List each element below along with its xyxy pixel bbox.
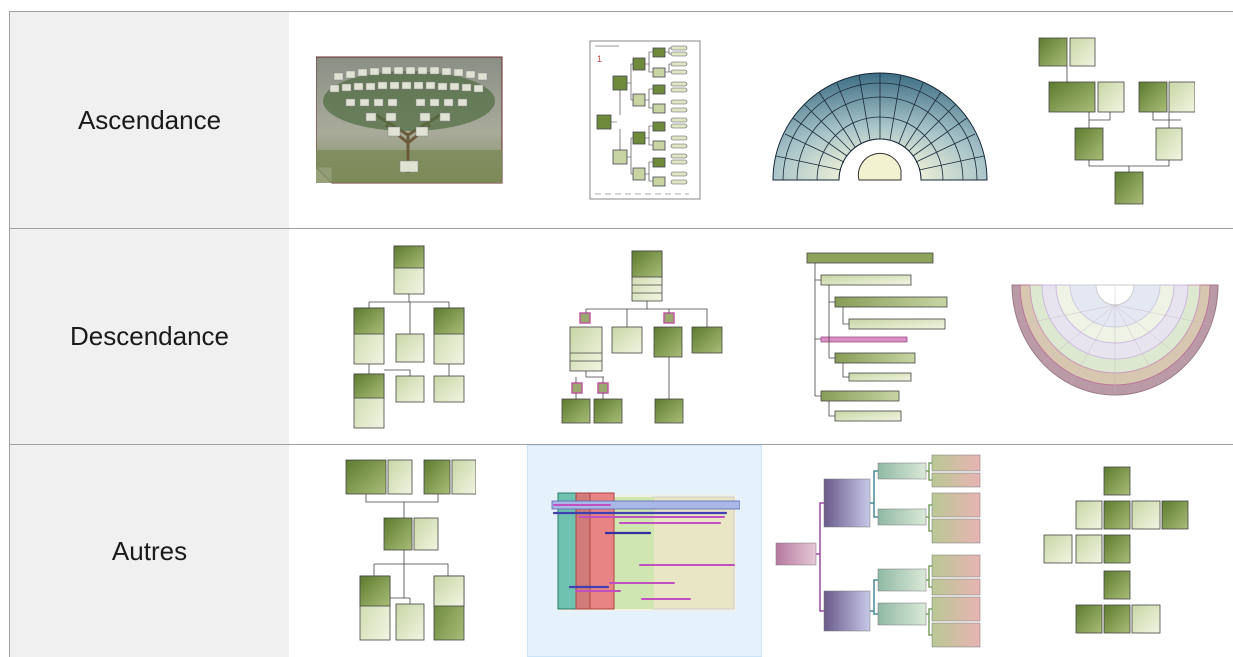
horizontal-tree-icon	[775, 454, 980, 648]
row-label-ascendance: Ascendance	[10, 12, 289, 228]
chart-thumb-pedigree-bracket[interactable]: 1	[527, 12, 762, 228]
ancestor-fan-icon	[771, 72, 988, 181]
chart-thumb-box-descendants[interactable]	[292, 229, 527, 444]
chart-thumb-timeline[interactable]	[527, 445, 762, 657]
row-label-autres: Autres	[10, 445, 289, 657]
hourglass-icon	[345, 459, 476, 641]
chart-thumb-hourglass[interactable]	[292, 445, 527, 657]
chart-thumb-ancestor-fan[interactable]	[762, 12, 997, 228]
row-label-descendance: Descendance	[10, 229, 289, 444]
row-descendance: Descendance	[10, 229, 1233, 444]
chart-thumb-illustrated-tree[interactable]	[292, 12, 527, 228]
row-divider	[10, 228, 1233, 229]
descendant-fan-icon	[1010, 284, 1219, 395]
box-pedigree-icon	[1038, 37, 1195, 205]
chart-type-grid: Ascendance	[9, 11, 1233, 657]
descendants-spouses-icon	[561, 250, 722, 423]
indented-list-icon	[806, 252, 947, 421]
timeline-icon	[551, 492, 740, 611]
box-descendants-icon	[353, 245, 464, 428]
row-divider	[10, 444, 1233, 445]
row-ascendance: Ascendance	[10, 12, 1233, 228]
svg-text:1: 1	[597, 54, 602, 64]
row-autres: Autres	[10, 445, 1233, 657]
chart-thumb-descendant-fan[interactable]	[997, 229, 1232, 444]
chart-thumb-box-pedigree[interactable]	[997, 12, 1232, 228]
illustrated-tree-icon	[315, 56, 502, 184]
chart-thumb-family-cross[interactable]	[997, 445, 1232, 657]
chart-thumb-descendants-spouses[interactable]	[527, 229, 762, 444]
pedigree-bracket-icon: 1	[589, 40, 700, 200]
chart-thumb-horizontal-tree[interactable]	[762, 445, 997, 657]
chart-thumb-indented-list[interactable]	[762, 229, 997, 444]
family-cross-icon	[1043, 466, 1188, 634]
